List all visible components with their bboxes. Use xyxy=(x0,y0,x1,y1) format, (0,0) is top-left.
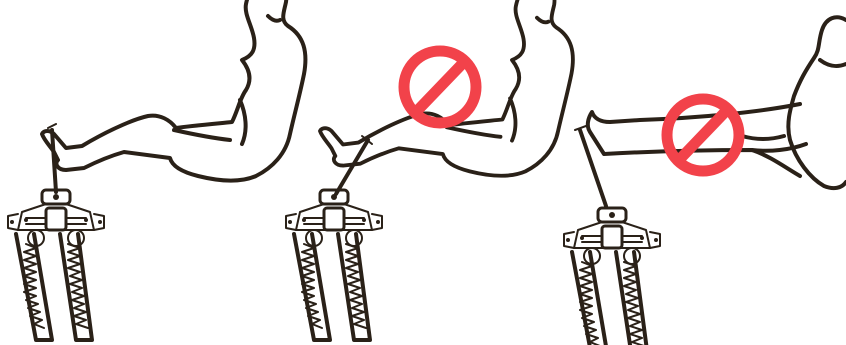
panel-2 xyxy=(286,0,573,340)
prohibition-icon xyxy=(667,99,739,171)
panel-1 xyxy=(8,0,305,340)
pedal-rod-3 xyxy=(580,130,606,206)
machine-1 xyxy=(8,190,104,340)
machine-3 xyxy=(564,208,660,345)
person-1 xyxy=(42,0,305,181)
machine-2 xyxy=(286,190,382,340)
panel-3 xyxy=(564,17,846,345)
prohibition-icon xyxy=(404,51,476,123)
